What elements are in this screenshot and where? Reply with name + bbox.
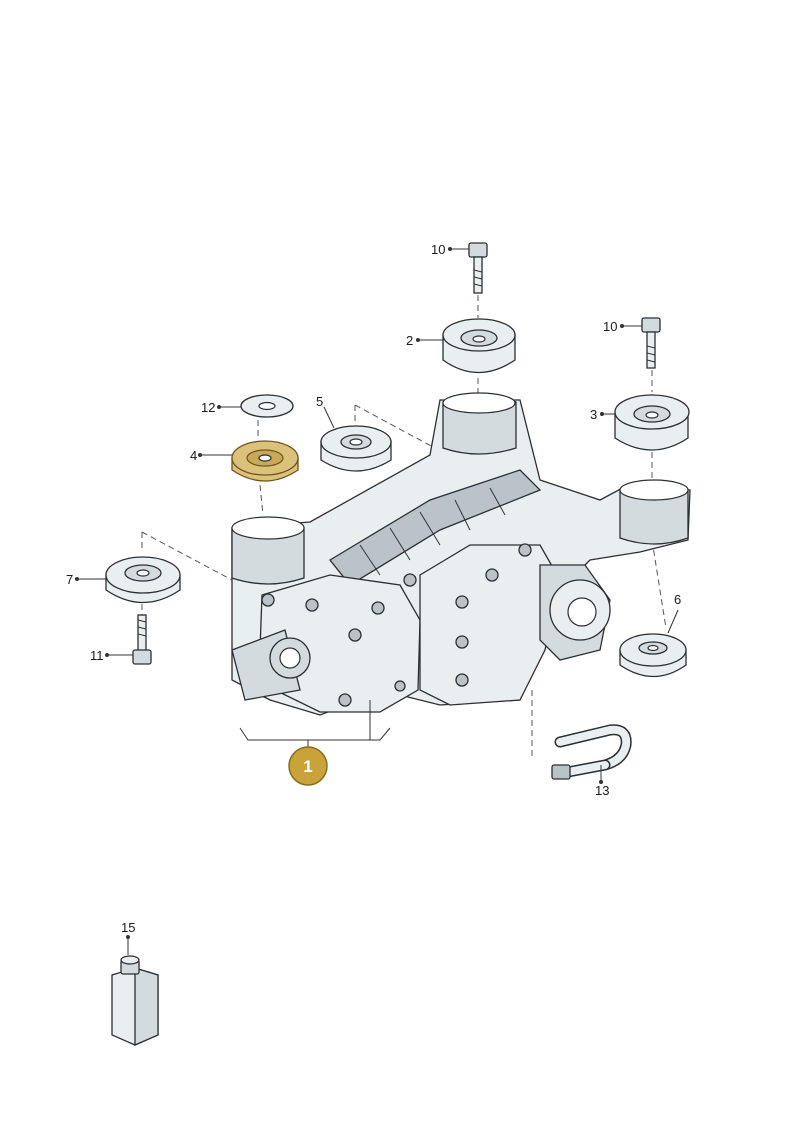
callout-11: 11 xyxy=(90,648,104,663)
callout-12: 12 xyxy=(201,400,215,415)
callout-10-top: 10 xyxy=(431,242,445,257)
callout-15: 15 xyxy=(121,920,135,935)
callout-10-right: 10 xyxy=(603,319,617,334)
leader-lines xyxy=(77,248,679,955)
callout-4: 4 xyxy=(190,448,197,463)
bolt-10-top xyxy=(468,242,488,294)
hose-13 xyxy=(551,724,632,780)
callout-13: 13 xyxy=(595,783,609,798)
callout-6: 6 xyxy=(674,592,681,607)
callout-2: 2 xyxy=(406,333,413,348)
bolt-10-right xyxy=(641,317,661,369)
mount-bushing-5 xyxy=(320,425,392,472)
mount-bushing-7 xyxy=(105,556,181,604)
mount-bushing-6 xyxy=(619,633,687,678)
callout-badge-1[interactable]: 1 xyxy=(288,746,328,786)
callout-3: 3 xyxy=(590,407,597,422)
callout-7: 7 xyxy=(66,572,73,587)
highlighted-cap-4 xyxy=(231,440,299,482)
callout-5: 5 xyxy=(316,394,323,409)
rear-differential-assembly xyxy=(231,392,691,716)
leader-dots xyxy=(75,247,624,939)
oil-bottle-15 xyxy=(111,955,159,1046)
mount-bushing-3 xyxy=(614,394,690,451)
callout-1: 1 xyxy=(303,757,312,776)
bolt-11 xyxy=(132,614,152,665)
mount-bushing-2 xyxy=(442,318,516,374)
washer-12 xyxy=(240,394,294,418)
